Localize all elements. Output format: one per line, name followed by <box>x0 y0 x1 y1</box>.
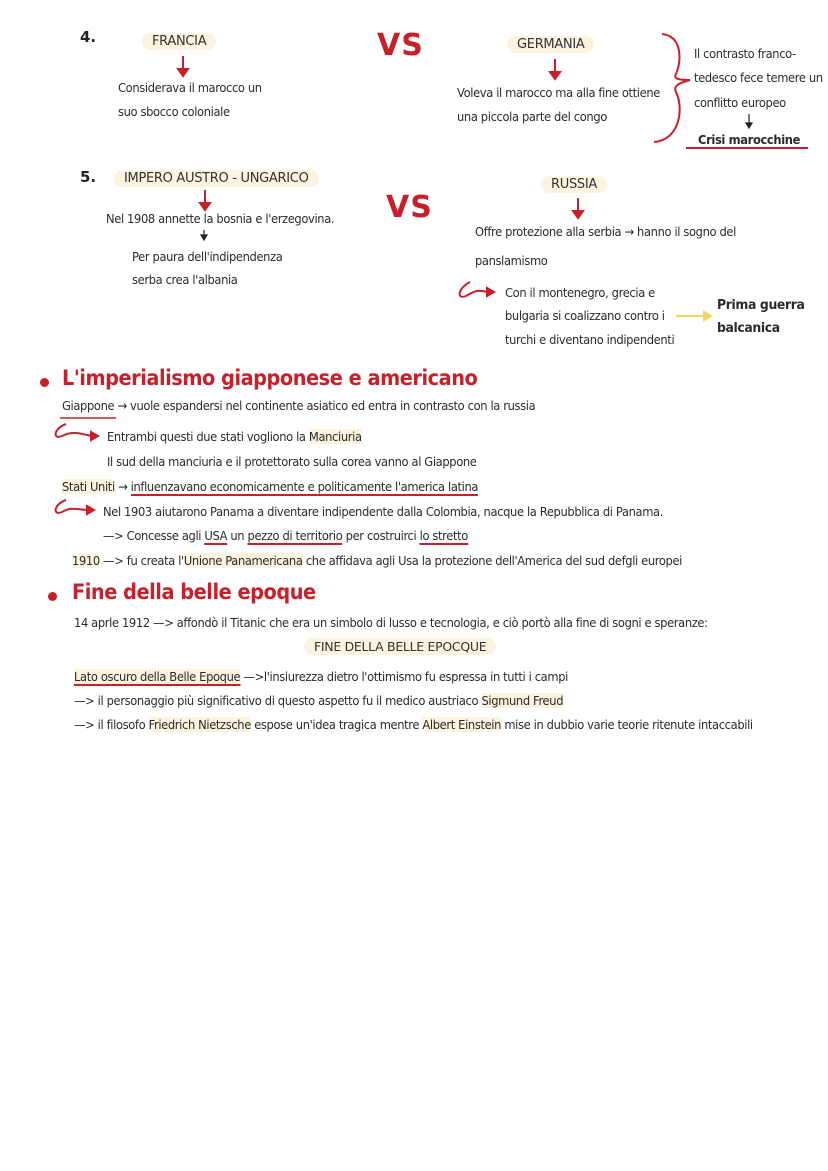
heading-belle-epoque: Fine della belle epoque <box>72 580 316 604</box>
vs-label: VS <box>377 28 424 63</box>
title-francia: FRANCIA <box>142 33 217 50</box>
term-stati-uniti: Stati Uniti <box>62 479 115 494</box>
line-manciuria: Entrambi questi due stati vogliono la Ma… <box>107 429 362 444</box>
note-line-3: conflitto europeo <box>694 95 786 110</box>
term-lato-oscuro: Lato oscuro della Belle Epoque <box>74 669 241 686</box>
term-pezzo-di-territorio: pezzo di territorio <box>247 528 343 545</box>
curly-arrow-icon <box>458 281 497 298</box>
arrow-down-icon <box>198 190 212 212</box>
title-impero-austro-ungarico: IMPERO AUSTRO - UNGARICO <box>114 170 319 187</box>
austria-sub-1: Per paura dell'indipendenza <box>132 249 283 264</box>
line-nietzsche: —> il filosofo Friedrich Nietzsche espos… <box>74 717 753 732</box>
section-number: 5. <box>80 168 97 186</box>
section-number: 4. <box>80 28 97 46</box>
note-line-1: Il contrasto franco- <box>694 46 796 61</box>
germania-text-1: Voleva il marocco ma alla fine ottiene <box>457 85 660 100</box>
line-panama: Nel 1903 aiutarono Panama a diventare in… <box>103 504 664 519</box>
result-prima-guerra-1: Prima guerra <box>717 297 805 313</box>
francia-text-1: Considerava il marocco un <box>118 80 262 95</box>
underlined-influenzavano: influenzavano economicamente e politicam… <box>130 479 479 496</box>
arrow-down-icon <box>176 56 190 78</box>
title-russia: RUSSIA <box>541 176 607 193</box>
bullet-icon <box>48 592 57 601</box>
austria-sub-2: serba crea l'albania <box>132 272 238 287</box>
term-giappone: Giappone <box>62 398 115 413</box>
center-fine-belle-epoque: FINE DELLA BELLE EPOCQUE <box>304 638 497 655</box>
russia-text-2: panslamismo <box>475 253 548 268</box>
austria-text: Nel 1908 annette la bosnia e l'erzegovin… <box>106 211 335 226</box>
note-line-2: tedesco fece temere un <box>694 70 823 85</box>
result-crisi-marocchine: Crisi marocchine <box>698 132 801 147</box>
term-nietzsche: Friedrich Nietzsche <box>148 717 251 732</box>
line-stati-uniti: Stati Uniti → influenzavano economicamen… <box>62 479 479 496</box>
line-titanic: 14 aprle 1912 —> affondò il Titanic che … <box>74 615 708 630</box>
result-prima-guerra-2: balcanica <box>717 320 780 336</box>
curly-arrow-icon <box>54 499 97 516</box>
arrow-down-icon <box>571 198 585 220</box>
vs-label: VS <box>386 190 433 225</box>
line-freud: —> il personaggio più significativo di q… <box>74 693 564 708</box>
term-usa: USA <box>204 528 228 545</box>
heading-imperialismo: L'imperialismo giapponese e americano <box>62 366 478 390</box>
term-lo-stretto: lo stretto <box>419 528 468 545</box>
term-1910: 1910 <box>72 553 100 568</box>
term-einstein: Albert Einstein <box>422 717 502 732</box>
germania-text-2: una piccola parte del congo <box>457 109 607 124</box>
russia-sub-3: turchi e diventano indipendenti <box>505 332 675 347</box>
russia-sub-2: bulgaria si coalizzano contro i <box>505 308 665 323</box>
brace-icon <box>653 33 691 143</box>
term-manciuria: Manciuria <box>308 429 362 444</box>
title-germania: GERMANIA <box>507 36 595 53</box>
arrow-down-icon <box>199 230 209 242</box>
curly-arrow-icon <box>54 423 101 442</box>
line-concesse: —> Concesse agli USA un pezzo di territo… <box>103 528 468 545</box>
arrow-down-icon <box>548 59 562 81</box>
line-lato-oscuro: Lato oscuro della Belle Epoque —>l'insiu… <box>74 669 568 686</box>
line-giappone: Giappone → vuole espandersi nel continen… <box>62 398 536 413</box>
arrow-right-icon <box>676 310 714 322</box>
russia-text-1: Offre protezione alla serbia → hanno il … <box>475 224 736 239</box>
term-sigmund-freud: Sigmund Freud <box>481 693 564 708</box>
russia-sub-1: Con il montenegro, grecia e <box>505 285 655 300</box>
line-1910: 1910 —> fu creata l'Unione Panamericana … <box>72 553 683 568</box>
francia-text-2: suo sbocco coloniale <box>118 104 230 119</box>
arrow-down-icon <box>744 114 754 130</box>
term-unione-panamericana: Unione Panamericana <box>183 553 303 568</box>
line-sud-manciuria: Il sud della manciuria e il protettorato… <box>107 454 477 469</box>
bullet-icon <box>40 378 49 387</box>
